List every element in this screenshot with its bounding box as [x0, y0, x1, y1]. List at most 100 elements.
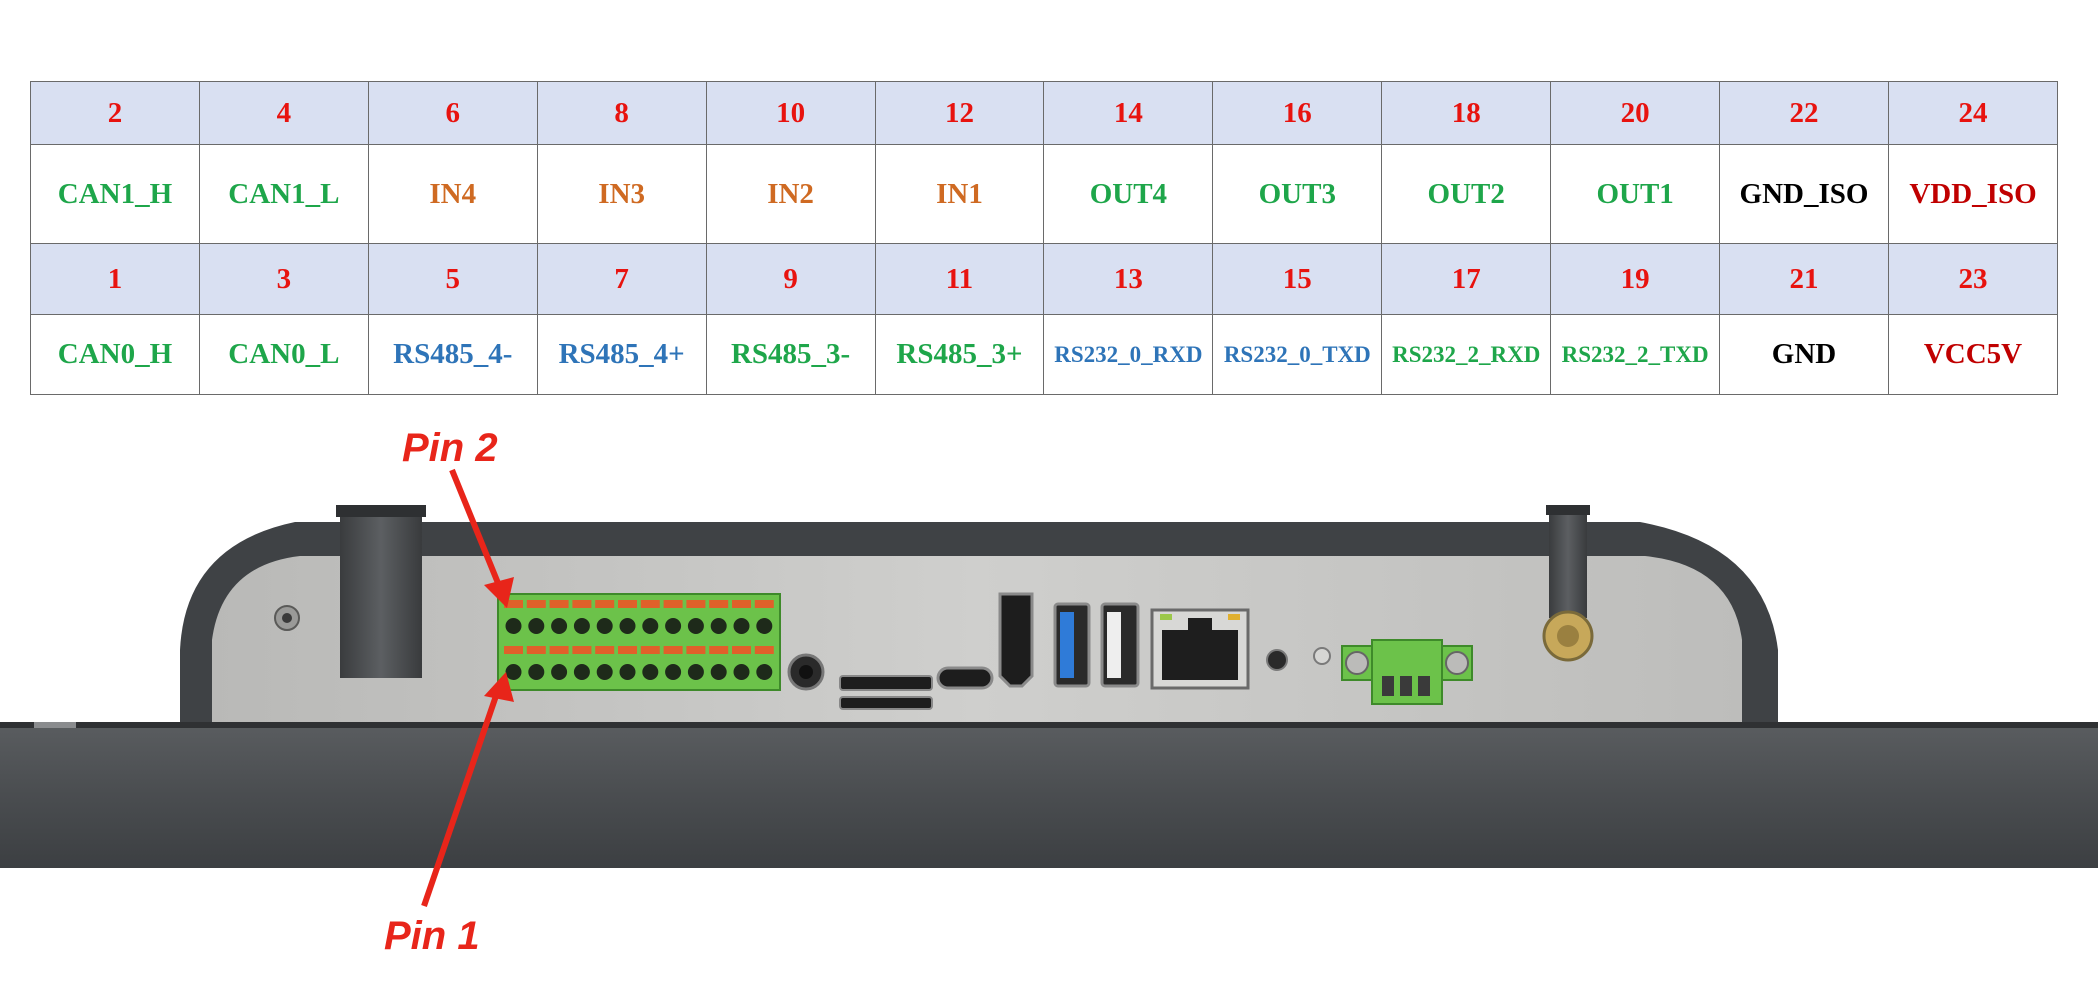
- signal-name-cell: OUT3: [1212, 144, 1383, 244]
- terminal-lever: [572, 600, 592, 608]
- terminal-lever: [686, 600, 706, 608]
- terminal-hole: [642, 664, 659, 680]
- signal-name-cell: RS232_2_TXD: [1550, 314, 1721, 395]
- signal-name-cell: GND: [1719, 314, 1889, 395]
- terminal-lever: [526, 600, 546, 608]
- pin-number-cell: 5: [367, 243, 538, 315]
- signal-name-cell: VCC5V: [1887, 314, 2059, 395]
- audio-jack-icon: [787, 653, 825, 691]
- pin1-arrow-icon: [421, 672, 514, 907]
- pin2-arrow-icon: [449, 468, 514, 608]
- signal-name-cell: IN1: [874, 144, 1045, 244]
- signal-name-cell: RS232_2_RXD: [1381, 314, 1552, 395]
- terminal-lever: [663, 646, 683, 654]
- terminal-hole: [619, 618, 636, 634]
- usb-c-port-icon: [936, 666, 994, 690]
- terminal-hole: [756, 618, 773, 634]
- terminal-hole: [619, 664, 636, 680]
- rear-housing: [180, 522, 1778, 722]
- signal-name-cell: RS485_4-: [367, 314, 538, 395]
- terminal-lever: [618, 600, 637, 608]
- terminal-hole: [596, 664, 613, 680]
- power-terminal-3pin-icon: [1341, 639, 1473, 705]
- pin-number-cell: 3: [198, 243, 369, 315]
- pin-number-cell: 12: [874, 81, 1045, 145]
- terminal-hole: [710, 618, 727, 634]
- usb3-port-icon: [1053, 602, 1091, 688]
- pin-number-cell: 6: [367, 81, 538, 145]
- antenna-right-icon: [1542, 505, 1594, 662]
- signal-name-cell: IN3: [536, 144, 707, 244]
- terminal-hole: [665, 618, 682, 634]
- terminal-hole: [551, 664, 568, 680]
- terminal-lever: [595, 646, 615, 654]
- signal-name-cell: OUT1: [1550, 144, 1721, 244]
- terminal-lever: [663, 600, 683, 608]
- pin-number-cell: 24: [1887, 81, 2059, 145]
- terminal-lever: [504, 600, 523, 608]
- screw-icon: [274, 605, 300, 631]
- pin-number-cell: 15: [1212, 243, 1383, 315]
- terminal-lever: [754, 600, 774, 608]
- terminal-hole: [528, 618, 545, 634]
- signal-name-cell: RS232_0_RXD: [1043, 314, 1214, 395]
- terminal-lever: [572, 646, 592, 654]
- terminal-lever: [709, 646, 729, 654]
- signal-name-cell: VDD_ISO: [1887, 144, 2059, 244]
- pin-number-cell: 17: [1381, 243, 1552, 315]
- pin-number-cell: 1: [30, 243, 200, 315]
- rj45-ethernet-port-icon: [1150, 608, 1250, 690]
- pin-number-cell: 16: [1212, 81, 1383, 145]
- terminal-hole: [551, 618, 568, 634]
- pin-number-cell: 22: [1719, 81, 1889, 145]
- antenna-left-icon: [336, 505, 426, 678]
- terminal-lever: [549, 646, 569, 654]
- pin-number-cell: 10: [705, 81, 876, 145]
- terminal-hole: [642, 618, 659, 634]
- pin-number-cell: 21: [1719, 243, 1889, 315]
- terminal-hole: [573, 618, 590, 634]
- hdmi-port-icon: [998, 592, 1034, 688]
- signal-name-cell: GND_ISO: [1719, 144, 1889, 244]
- terminal-block-24pin-icon: [497, 593, 781, 691]
- signal-name-cell: CAN0_L: [198, 314, 369, 395]
- terminal-lever: [504, 646, 523, 654]
- terminal-lever: [709, 600, 729, 608]
- pin-number-cell: 8: [536, 81, 707, 145]
- terminal-hole: [733, 664, 750, 680]
- terminal-hole: [687, 664, 704, 680]
- pin2-label: Pin 2: [402, 426, 498, 470]
- terminal-hole: [505, 664, 522, 680]
- pin-number-cell: 20: [1550, 81, 1721, 145]
- terminal-lever: [526, 646, 546, 654]
- signal-name-cell: RS485_3-: [705, 314, 876, 395]
- terminal-hole: [733, 618, 750, 634]
- terminal-hole: [665, 664, 682, 680]
- signal-name-cell: RS485_4+: [536, 314, 707, 395]
- pin1-label: Pin 1: [384, 914, 480, 958]
- pin-number-cell: 11: [874, 243, 1045, 315]
- terminal-lever: [754, 646, 774, 654]
- signal-name-cell: IN4: [367, 144, 538, 244]
- signal-name-cell: IN2: [705, 144, 876, 244]
- signal-name-cell: RS485_3+: [874, 314, 1045, 395]
- signal-name-cell: CAN1_L: [198, 144, 369, 244]
- terminal-lever: [732, 646, 751, 654]
- terminal-lever: [618, 646, 637, 654]
- terminal-hole: [528, 664, 545, 680]
- terminal-lever: [640, 600, 660, 608]
- usb2-port-icon: [1100, 602, 1140, 688]
- signal-name-cell: RS232_0_TXD: [1212, 314, 1383, 395]
- pin-number-cell: 19: [1550, 243, 1721, 315]
- pin-number-cell: 18: [1381, 81, 1552, 145]
- signal-name-cell: OUT4: [1043, 144, 1214, 244]
- signal-name-cell: CAN0_H: [30, 314, 200, 395]
- terminal-hole: [756, 664, 773, 680]
- terminal-hole: [687, 618, 704, 634]
- pin-number-cell: 4: [198, 81, 369, 145]
- terminal-lever: [595, 600, 615, 608]
- front-bezel: [0, 722, 2098, 868]
